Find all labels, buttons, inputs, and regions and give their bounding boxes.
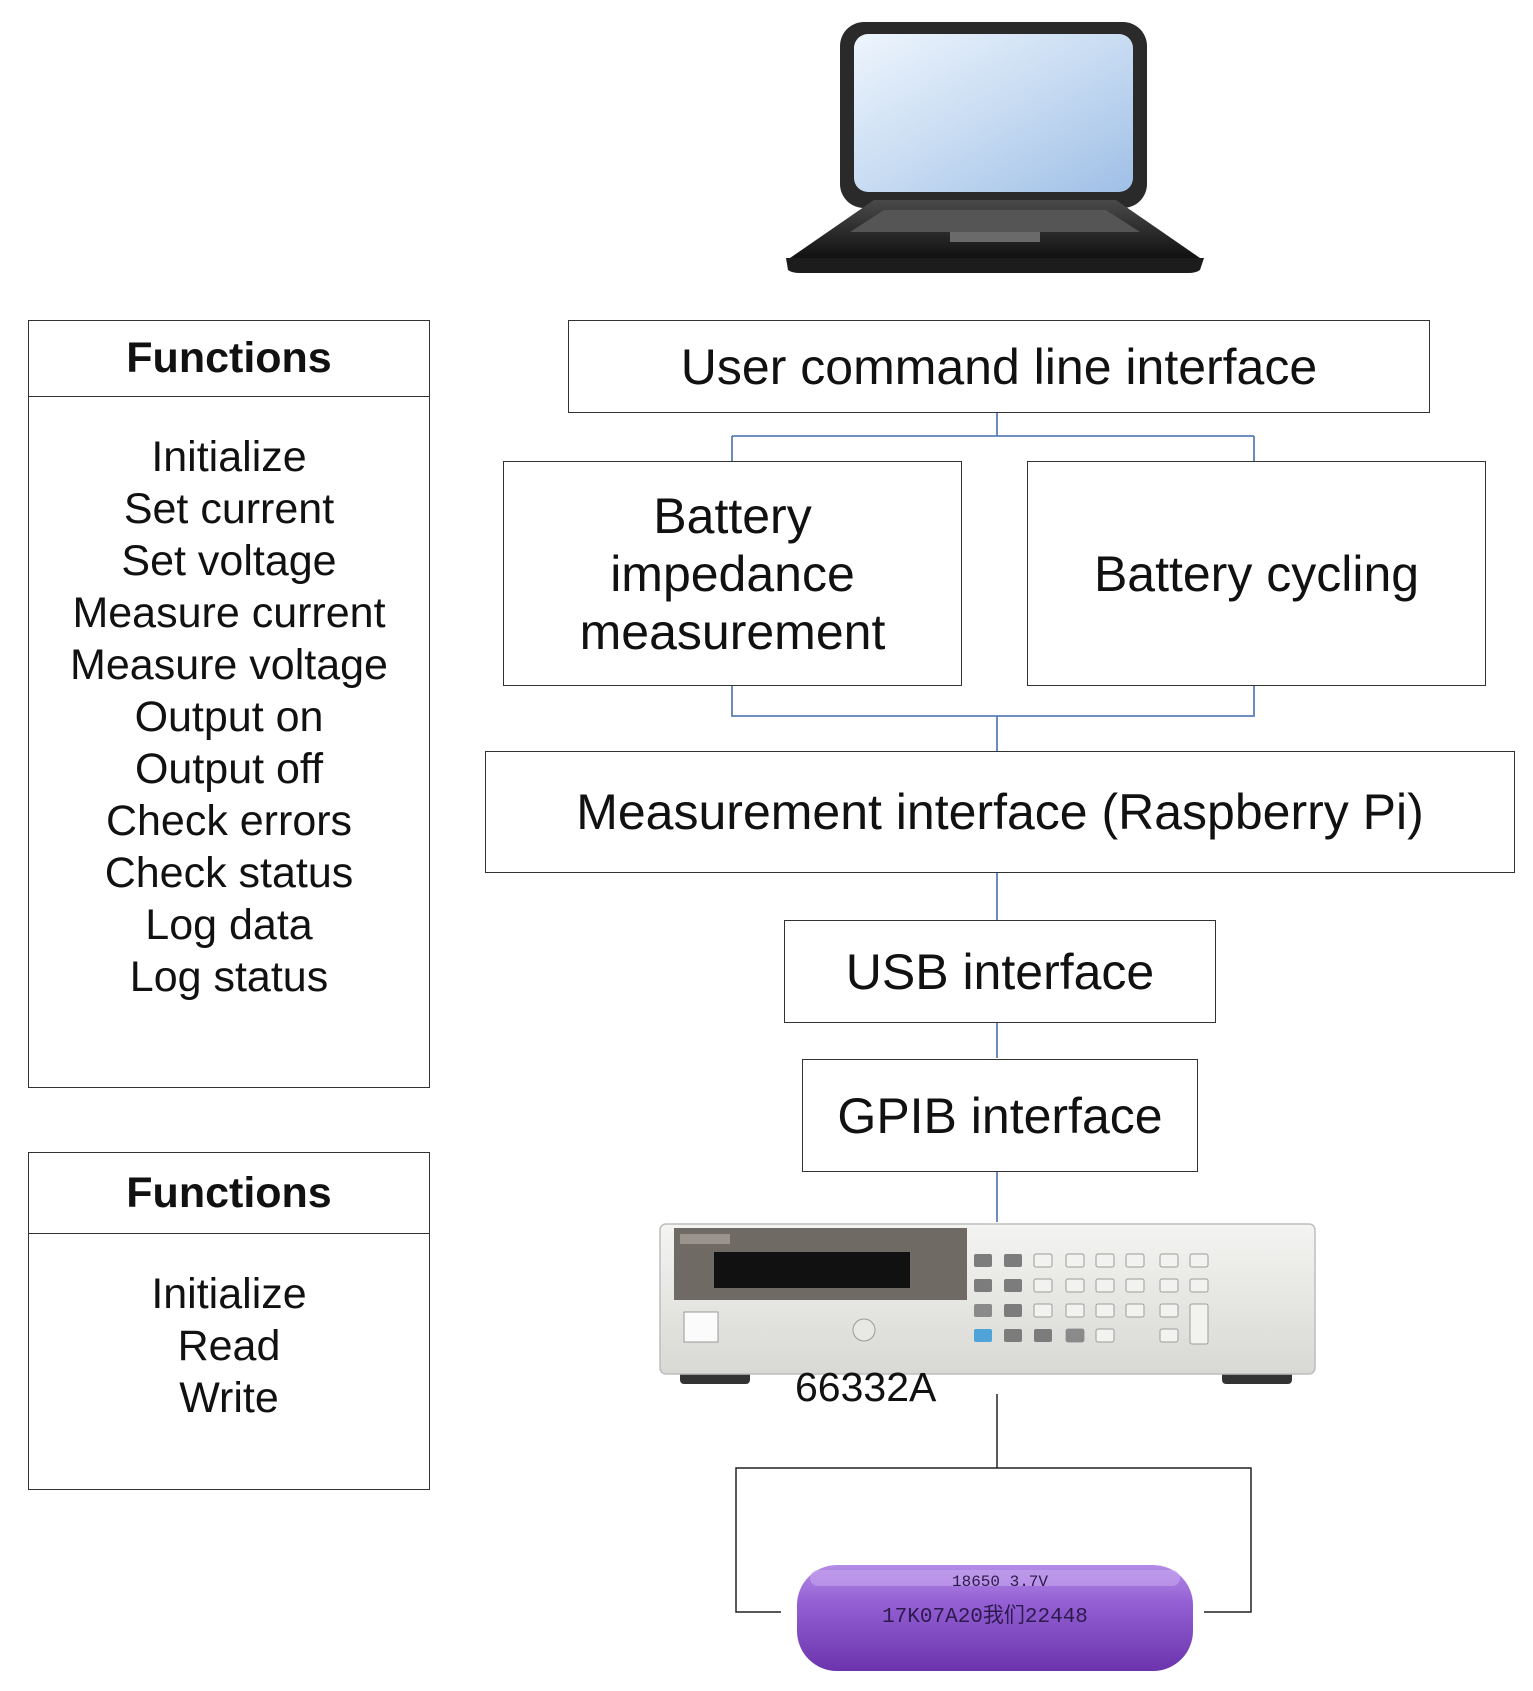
function-item: Initialize: [151, 1270, 307, 1318]
function-item: Write: [179, 1374, 279, 1422]
usb-interface-label: USB interface: [845, 943, 1155, 1000]
cycling-box: Battery cycling: [1027, 461, 1486, 686]
gpib-interface-label: GPIB interface: [837, 1087, 1163, 1144]
function-item: Check errors: [105, 797, 353, 845]
impedance-box: Battery impedance measurement: [503, 461, 962, 686]
power-supply-instrument-image: [659, 1223, 1316, 1384]
functions-panel-gpib: Functions Initialize Read Write: [28, 1152, 430, 1490]
functions-list: Initialize Read Write: [29, 1268, 429, 1424]
impedance-label-line: impedance: [610, 545, 855, 602]
functions-title: Functions: [29, 1153, 429, 1234]
instrument-model-label: 66332A: [795, 1364, 937, 1410]
laptop-icon: [786, 22, 1204, 273]
function-item: Log status: [129, 953, 329, 1001]
connector-lines: [731, 412, 1255, 1222]
function-item: Measure current: [72, 589, 386, 637]
usb-interface-box: USB interface: [784, 920, 1216, 1023]
function-item: Read: [177, 1322, 281, 1370]
functions-title: Functions: [29, 321, 429, 397]
gpib-interface-box: GPIB interface: [802, 1059, 1198, 1172]
function-item: Set current: [123, 485, 335, 533]
measurement-interface-label: Measurement interface (Raspberry Pi): [576, 784, 1424, 840]
function-item: Log data: [145, 901, 313, 949]
battery-circuit-lines: [735, 1394, 1252, 1613]
measurement-interface-box: Measurement interface (Raspberry Pi): [485, 751, 1515, 873]
impedance-label-line: Battery: [653, 487, 812, 544]
functions-list: Initialize Set current Set voltage Measu…: [29, 431, 429, 1003]
function-item: Output on: [134, 693, 324, 741]
function-item: Initialize: [151, 433, 307, 481]
battery-18650-image: 18650 3.7V 17K07A20我们22448: [797, 1565, 1193, 1671]
function-item: Set voltage: [121, 537, 337, 585]
function-item: Output off: [134, 745, 324, 793]
cli-label: User command line interface: [680, 338, 1318, 395]
function-item: Check status: [104, 849, 354, 897]
cycling-label: Battery cycling: [1093, 545, 1420, 602]
battery-print-top: 18650 3.7V: [952, 1573, 1048, 1591]
impedance-label-line: measurement: [579, 603, 886, 660]
function-item: Measure voltage: [70, 641, 388, 689]
cli-box: User command line interface: [568, 320, 1430, 413]
battery-print-bottom: 17K07A20我们22448: [882, 1604, 1088, 1629]
functions-panel-measurement: Functions Initialize Set current Set vol…: [28, 320, 430, 1088]
